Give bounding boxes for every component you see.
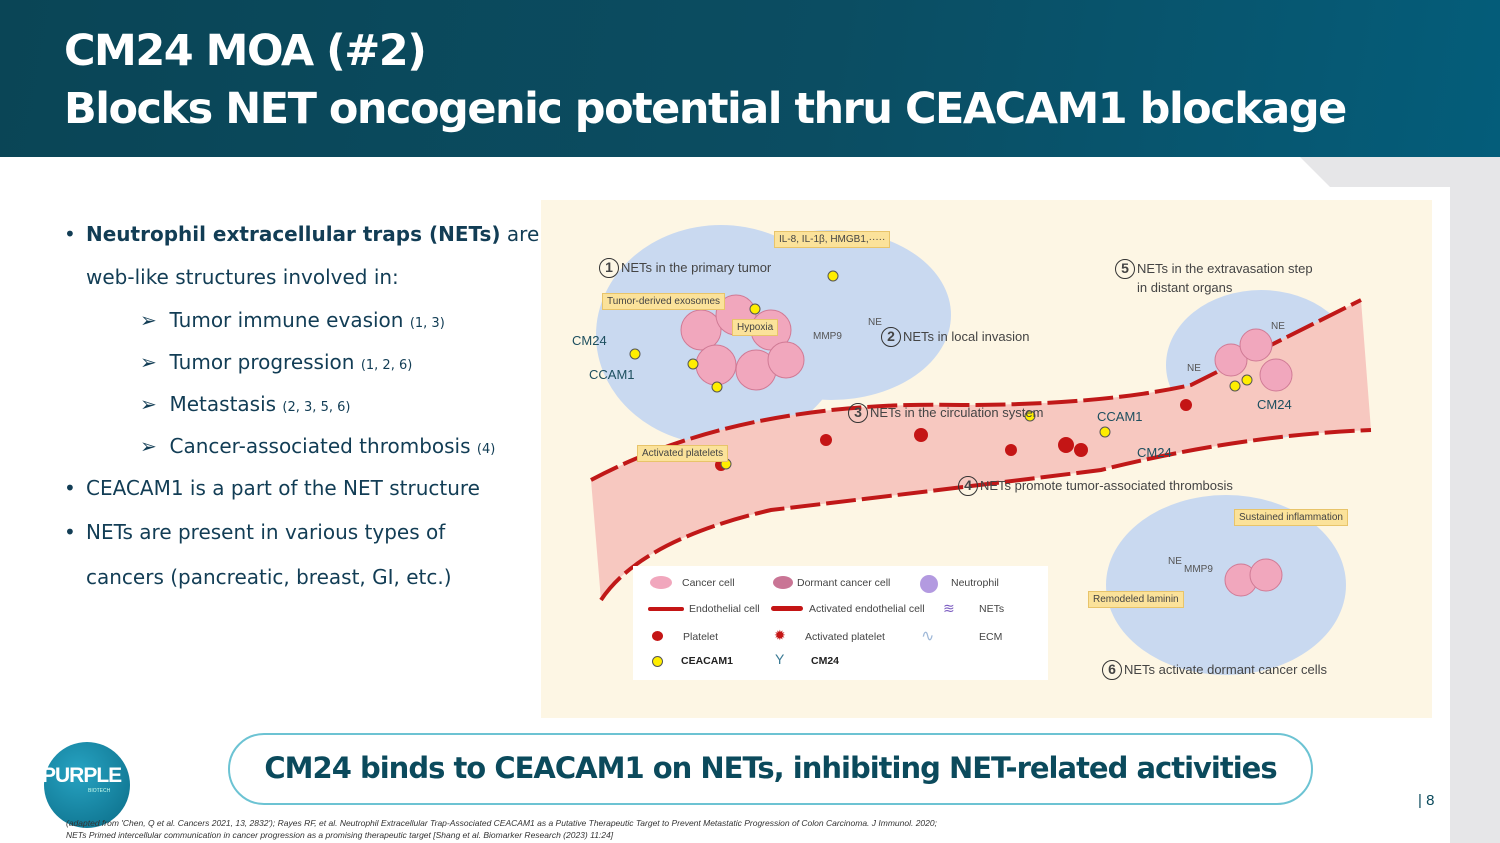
legend-item: Platelet <box>683 631 719 643</box>
arrow-bullet-icon: ➢ <box>140 350 157 374</box>
legend-item: Neutrophil <box>951 577 999 589</box>
bullet-continuation: cancers (pancreatic, breast, GI, etc.) <box>86 565 452 589</box>
sub-bullet: ➢ Metastasis (2, 3, 5, 6) <box>140 392 350 416</box>
page-number: | 8 <box>1418 792 1435 809</box>
legend-item: Cancer cell <box>682 577 735 589</box>
tag-hypoxia: Hypoxia <box>732 319 779 336</box>
ccam1-label: CCAM1 <box>1097 409 1143 424</box>
bullet-text: CEACAM1 is a part of the NET structure <box>86 476 480 500</box>
sub-bullet-text: Tumor progression <box>169 350 355 374</box>
sub-bullet-text: Cancer-associated thrombosis <box>169 434 471 458</box>
logo-text: PURPLE <box>42 764 122 787</box>
sub-bullet-text: Metastasis <box>169 392 277 416</box>
ceacam1-icon <box>652 656 663 667</box>
vessel-wall <box>599 428 1372 602</box>
reference: (4) <box>476 442 496 457</box>
slide-title: CM24 MOA (#2) <box>64 26 427 76</box>
footnote-line-2: NETs Primed intercellular communication … <box>66 830 614 840</box>
reference: (1, 2, 6) <box>360 358 413 373</box>
bullet-continuation: web-like structures involved in: <box>86 265 399 289</box>
ne-label: NE <box>868 317 882 328</box>
tag-platelets: Activated platelets <box>637 445 729 462</box>
ne-label: NE <box>1187 363 1201 374</box>
sub-bullet: ➢ Tumor progression (1, 2, 6) <box>140 350 412 374</box>
step-5-label-cont: in distant organs <box>1137 280 1233 295</box>
purple-biotech-logo: PURPLE BIOTECH <box>42 742 130 828</box>
nets-icon: ≋ <box>943 600 955 616</box>
title-banner: CM24 MOA (#2) Blocks NET oncogenic poten… <box>0 0 1500 157</box>
legend-item: CEACAM1 <box>681 655 733 667</box>
legend-item: Endothelial cell <box>689 603 760 615</box>
legend-item: Dormant cancer cell <box>797 577 891 589</box>
bullet-text: NETs are present in various types of <box>86 520 446 544</box>
footnote-line-1: (adapted from 'Chen, Q et al. Cancers 20… <box>66 818 937 828</box>
bullet-cancers: •NETs are present in various types of <box>64 520 446 544</box>
legend-item: CM24 <box>811 655 840 667</box>
dormant-cell-icon <box>773 576 793 589</box>
ne-label: NE <box>1271 321 1285 332</box>
neutrophil-icon <box>920 575 938 593</box>
ecm-icon: ∿ <box>921 628 935 645</box>
cm24-label: CM24 <box>1257 397 1292 412</box>
reference: (2, 3, 5, 6) <box>282 400 351 415</box>
activated-endothelial-icon <box>771 606 803 611</box>
arrow-bullet-icon: ➢ <box>140 308 157 332</box>
cm24-label: CM24 <box>572 333 607 348</box>
legend-item: ECM <box>979 631 1003 643</box>
bullet-ceacam1: •CEACAM1 is a part of the NET structure <box>64 476 480 500</box>
slide-subtitle: Blocks NET oncogenic potential thru CEAC… <box>64 84 1347 134</box>
activated-platelet-icon: ✹ <box>774 627 786 643</box>
arrow-bullet-icon: ➢ <box>140 434 157 458</box>
cm24-antibody-icon: Y <box>775 651 785 667</box>
bullet-nets: •Neutrophil extracellular traps (NETs) a… <box>64 222 540 246</box>
sub-bullet: ➢ Tumor immune evasion (1, 3) <box>140 308 445 332</box>
bullet-bold: Neutrophil extracellular traps (NETs) <box>86 222 501 246</box>
logo-subtext: BIOTECH <box>88 788 111 794</box>
ne-label: NE <box>1168 556 1182 567</box>
arrow-bullet-icon: ➢ <box>140 392 157 416</box>
mmp9-label: MMP9 <box>813 331 842 342</box>
diagram-legend: Cancer cell Dormant cancer cell Neutroph… <box>633 566 1048 680</box>
legend-item: Activated platelet <box>805 631 885 643</box>
cm24-label: CM24 <box>1137 445 1172 460</box>
blood-vessel <box>591 300 1371 600</box>
legend-item: Activated endothelial cell <box>809 603 925 615</box>
ccam1-label: CCAM1 <box>589 367 635 382</box>
tag-exosomes: Tumor-derived exosomes <box>602 293 726 310</box>
tag-inflammation: Sustained inflammation <box>1234 509 1348 526</box>
tag-cytokines: IL-8, IL-1β, HMGB1,····· <box>774 231 891 248</box>
vessel-wall <box>590 298 1362 482</box>
tag-laminin: Remodeled laminin <box>1088 591 1184 608</box>
sub-bullet: ➢ Cancer-associated thrombosis (4) <box>140 434 495 458</box>
diagram-artwork <box>590 225 1372 675</box>
key-message-callout: CM24 binds to CEACAM1 on NETs, inhibitin… <box>228 733 1313 805</box>
mmp9-label: MMP9 <box>1184 564 1213 575</box>
bullet-text: are <box>500 222 540 246</box>
reference: (1, 3) <box>409 316 445 331</box>
sub-bullet-text: Tumor immune evasion <box>169 308 404 332</box>
endothelial-icon <box>648 607 684 611</box>
legend-item: NETs <box>979 603 1005 615</box>
platelet-icon <box>652 631 663 641</box>
cancer-cell-icon <box>650 576 672 589</box>
